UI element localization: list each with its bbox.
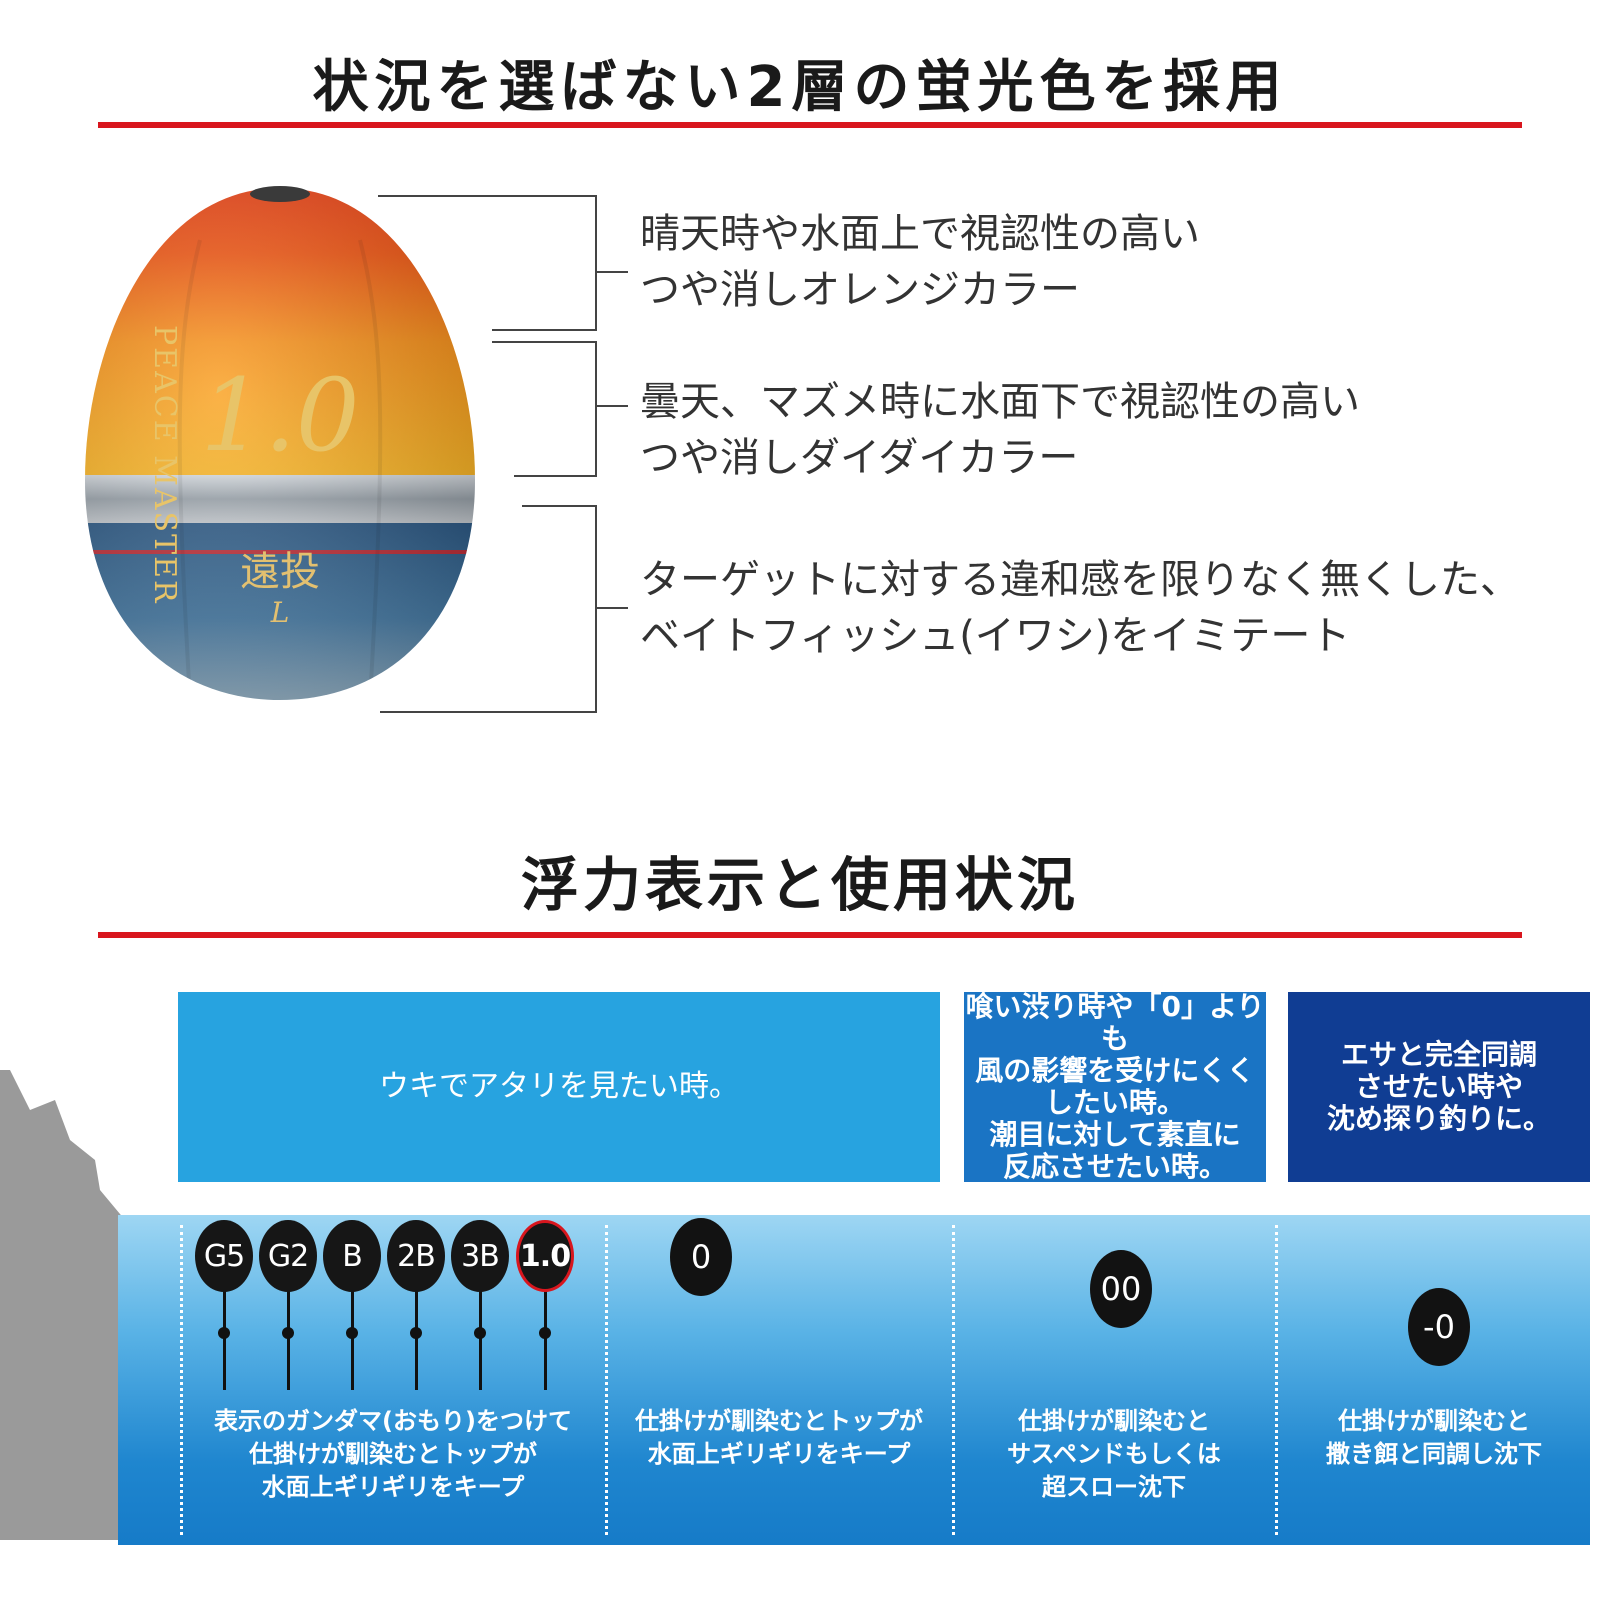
float-marker-g5: G5 [195, 1220, 253, 1292]
float-marker-minus-0: -0 [1408, 1288, 1470, 1366]
float-weight-dot [218, 1327, 230, 1339]
description-bottom-layer: ターゲットに対する違和感を限りなく無くした、 ベイトフィッシュ(イワシ)をイミテ… [640, 552, 1520, 664]
description-top-layer: 晴天時や水面上で視認性の高い つや消しオレンジカラー [640, 206, 1200, 318]
section1-title: 状況を選ばない2層の蛍光色を採用 [312, 55, 1288, 120]
float-weight-dot [539, 1327, 551, 1339]
description-line: 晴天時や水面上で視認性の高い [640, 211, 1200, 257]
description-line: つや消しオレンジカラー [640, 267, 1080, 313]
usage-box-text: 喰い渋り時や「0」よりも 風の影響を受けにくく したい時。 潮目に対して素直に … [965, 990, 1265, 1183]
float-number-label: 1.0 [200, 357, 359, 474]
float-marker-0: 0 [670, 1218, 732, 1296]
float-brand-label: PEACE MASTER [147, 325, 182, 605]
float-kanji-label: 遠投 [240, 549, 320, 595]
usage-caption: 表示のガンダマ(おもり)をつけて 仕掛けが馴染むとトップが 水面上ギリギリをキー… [214, 1407, 572, 1501]
float-product-image: 1.0 PEACE MASTER 遠投 L [85, 186, 475, 700]
usage-caption: 仕掛けが馴染むとトップが 水面上ギリギリをキープ [635, 1407, 923, 1468]
shore-rock-illustration [0, 1070, 210, 1540]
float-weight-dot [410, 1327, 422, 1339]
float-kanji-sub-label: L [270, 596, 290, 629]
description-brackets [378, 195, 628, 713]
section2-title: 浮力表示と使用状況 [520, 851, 1079, 919]
usage-box-wind-resistant: 喰い渋り時や「0」よりも 風の影響を受けにくく したい時。 潮目に対して素直に … [964, 990, 1266, 1183]
float-marker-2b: 2B [387, 1220, 445, 1292]
column-divider [1275, 1225, 1278, 1535]
usage-caption: 仕掛けが馴染むと 撒き餌と同調し沈下 [1326, 1407, 1542, 1468]
float-weight-dot [346, 1327, 358, 1339]
float-weight-dot [282, 1327, 294, 1339]
usage-box-sinking: エサと完全同調 させたい時や 沈め探り釣りに。 [1288, 992, 1590, 1182]
float-marker-g2: G2 [259, 1220, 317, 1292]
description-line: つや消しダイダイカラー [640, 435, 1079, 481]
column-divider [952, 1225, 955, 1535]
column-divider [180, 1225, 183, 1535]
float-marker-b: B [323, 1220, 381, 1292]
float-marker-3b: 3B [451, 1220, 509, 1292]
usage-box-text: エサと完全同調 させたい時や 沈め探り釣りに。 [1326, 1038, 1551, 1135]
description-middle-layer: 曇天、マズメ時に水面下で視認性の高い つや消しダイダイカラー [640, 374, 1360, 486]
description-line: ターゲットに対する違和感を限りなく無くした、 [640, 557, 1520, 603]
description-line: 曇天、マズメ時に水面下で視認性の高い [640, 379, 1360, 425]
usage-caption: 仕掛けが馴染むと サスペンドもしくは 超スロー沈下 [1007, 1407, 1221, 1501]
description-line: ベイトフィッシュ(イワシ)をイミテート [640, 613, 1351, 659]
usage-box-visible-bite: ウキでアタリを見たい時。 [178, 992, 940, 1182]
float-marker-00: 00 [1090, 1250, 1152, 1328]
float-marker-1-0: 1.0 [516, 1220, 574, 1292]
title-underline [98, 122, 1522, 128]
float-weight-dot [474, 1327, 486, 1339]
title-underline [98, 932, 1522, 938]
usage-box-text: ウキでアタリを見たい時。 [379, 1069, 739, 1104]
column-divider [605, 1225, 608, 1535]
